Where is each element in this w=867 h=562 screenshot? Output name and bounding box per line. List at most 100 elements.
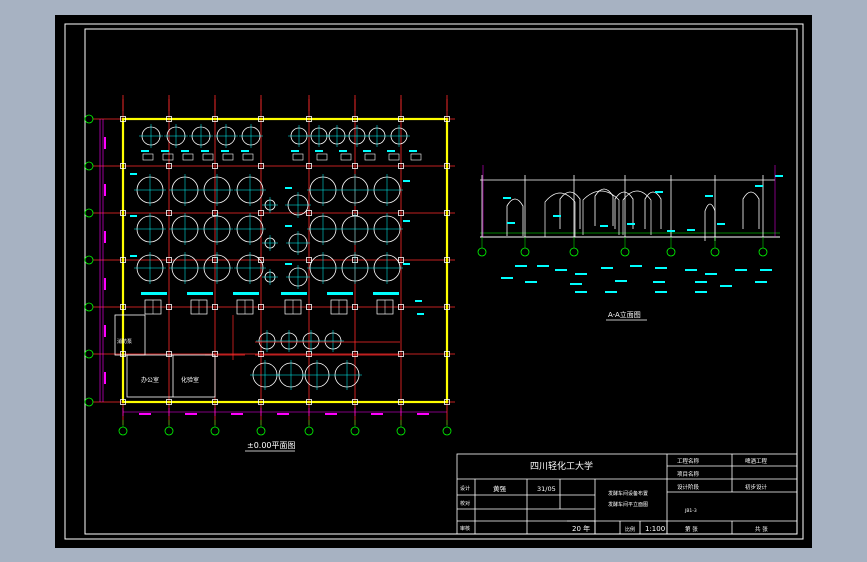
elevation-note: [630, 265, 642, 267]
equipment-tag: [130, 215, 137, 217]
tb-institution: 四川轻化工大学: [530, 460, 593, 472]
column: [120, 304, 126, 310]
tb-stage-value: 初步设计: [745, 483, 768, 491]
tb-review-label: 审核: [460, 525, 470, 532]
building-walls: [121, 117, 449, 404]
tb-drawing-name-1: 发酵车间设备布置: [608, 490, 648, 497]
equipment-box: [242, 153, 254, 161]
equipment-tag: [281, 292, 307, 295]
equipment-box: [142, 153, 154, 161]
axis-bubble: [256, 426, 266, 436]
elevation-tag: [507, 222, 515, 224]
axis-bubble: [84, 208, 94, 218]
elevation-note: [655, 291, 667, 293]
elevation-note: [705, 273, 717, 275]
elevation-tag: [553, 215, 561, 217]
drawing-sheet: 办公室 化验室 消防泵 ±0.00平面图 A-A立面图: [55, 15, 812, 548]
elevation-tag: [755, 185, 763, 187]
equipment-tag: [221, 150, 229, 152]
column: [258, 163, 264, 169]
axis-bubble: [84, 302, 94, 312]
elevation-note: [655, 267, 667, 269]
column: [444, 257, 450, 263]
equipment-box: [364, 153, 376, 161]
column: [166, 304, 172, 310]
arch: [544, 192, 576, 237]
column: [444, 116, 450, 122]
column: [166, 116, 172, 122]
equipment-tag: [403, 220, 410, 222]
equipment-tag: [409, 150, 417, 152]
equipment-tag: [327, 292, 353, 295]
axis-bubble: [569, 247, 579, 257]
equipment-tag: [141, 292, 167, 295]
tb-drawing-no: JB1-3: [684, 508, 697, 514]
column: [352, 399, 358, 405]
column: [306, 304, 312, 310]
elevation-note: [720, 285, 732, 287]
elevation-note: [615, 280, 627, 282]
vessel: [704, 203, 716, 241]
column: [258, 210, 264, 216]
equipment-box: [222, 153, 234, 161]
equipment-tag: [233, 292, 259, 295]
column: [306, 210, 312, 216]
elevation-note: [555, 269, 567, 271]
axis-bubble: [164, 426, 174, 436]
vessel: [594, 188, 614, 226]
elevation-note: [501, 277, 513, 279]
equipment-box: [388, 153, 400, 161]
tb-total: 共 张: [755, 525, 768, 533]
vessel: [506, 198, 524, 236]
axis-bubble: [710, 247, 720, 257]
equipment-box: [410, 153, 422, 161]
elevation-tag: [655, 191, 663, 193]
column: [212, 210, 218, 216]
tb-check-label: 校对: [460, 500, 470, 507]
column: [444, 304, 450, 310]
room-label-lab: 化验室: [181, 376, 199, 384]
equipment-box: [316, 153, 328, 161]
equipment-box: [182, 153, 194, 161]
column: [258, 399, 264, 405]
equipment-tag: [130, 173, 137, 175]
elevation-tag: [503, 197, 511, 199]
column: [352, 116, 358, 122]
column: [166, 163, 172, 169]
axis-bubble: [84, 114, 94, 124]
column: [120, 163, 126, 169]
elevation-tag: [717, 223, 725, 225]
elevation-note: [755, 281, 767, 283]
column: [398, 210, 404, 216]
elevation-note: [735, 269, 747, 271]
axis-bubble: [84, 255, 94, 265]
axis-bubble: [210, 426, 220, 436]
equipment-box: [162, 153, 174, 161]
equipment-tag: [187, 292, 213, 295]
column: [352, 304, 358, 310]
dimension-text: [104, 184, 106, 196]
axis-bubble: [350, 426, 360, 436]
elevation-tag: [775, 175, 783, 177]
column: [258, 351, 264, 357]
axis-bubble: [666, 247, 676, 257]
column: [212, 257, 218, 263]
tb-design-name: 黄强: [493, 484, 507, 493]
tb-design-date: 31/05: [537, 485, 556, 493]
column: [120, 116, 126, 122]
equipment-tag: [285, 263, 292, 265]
elevation-tag: [705, 195, 713, 197]
column: [352, 163, 358, 169]
elevation-note: [525, 281, 537, 283]
elevation-note: [575, 273, 587, 275]
column: [306, 116, 312, 122]
vessel: [644, 191, 662, 229]
equipment-tag: [285, 225, 292, 227]
column: [120, 399, 126, 405]
room-label-office: 办公室: [141, 376, 159, 384]
dimension-text: [185, 413, 197, 415]
equipment-tag: [387, 150, 395, 152]
axis-bubble: [520, 247, 530, 257]
dimension-text: [104, 231, 106, 243]
